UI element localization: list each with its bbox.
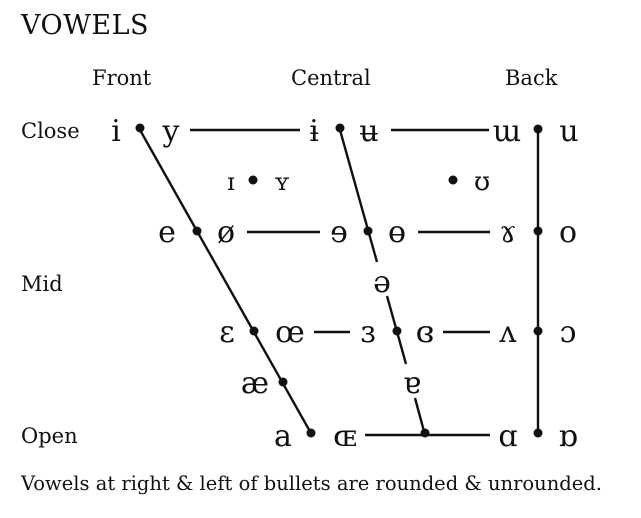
vowel-turned-v: ʌ — [499, 315, 517, 350]
vowel-e: e — [158, 215, 176, 250]
footnote: Vowels at right & left of bullets are ro… — [21, 472, 602, 495]
bullet-close-front — [135, 123, 145, 133]
bullet-open-front — [306, 428, 316, 438]
vowel-o-slash: ø — [217, 215, 235, 250]
bullet-open-central — [420, 428, 430, 438]
bullet-open-mid-front — [249, 326, 259, 336]
vowel-closed-reversed-open-e: ɞ — [416, 315, 434, 350]
bullet-close-back — [533, 124, 543, 134]
vowel-open-e: ɛ — [219, 315, 235, 350]
bullet-near-close-back — [448, 175, 458, 185]
vowel-reversed-open-e: ɜ — [360, 315, 375, 350]
bullet-close-mid-central — [363, 226, 373, 236]
vowel-turned-a: ɐ — [403, 366, 421, 401]
vowel-open-o: ɔ — [560, 315, 577, 350]
vowel-y: y — [162, 114, 180, 149]
column-label-front: Front — [92, 66, 152, 90]
bullet-open-back — [533, 428, 543, 438]
vowel-small-capital-y: ʏ — [274, 168, 290, 196]
vowel-o: o — [559, 215, 577, 250]
vowel-barred-u: ʉ — [359, 114, 378, 149]
vowel-barred-i: ɨ — [309, 114, 319, 149]
vowel-u: u — [559, 114, 578, 149]
vowel-turned-m: ɯ — [493, 114, 521, 149]
bullet-close-mid-back — [533, 226, 543, 236]
vowel-i: i — [111, 114, 121, 149]
row-label-open: Open — [21, 424, 78, 448]
vowel-upsilon: ʊ — [474, 167, 490, 197]
row-label-close: Close — [21, 119, 80, 143]
vowel-script-a: ɑ — [498, 419, 517, 454]
vowel-oe-ligature: œ — [275, 315, 305, 350]
column-label-back: Back — [505, 66, 558, 90]
bullet-close-central — [335, 123, 345, 133]
bullet-close-mid-front — [192, 226, 202, 236]
vowel-schwa: ə — [373, 265, 391, 300]
vowel-barred-o: ɵ — [388, 215, 406, 250]
row-label-mid: Mid — [21, 272, 63, 296]
vowel-ash: æ — [241, 366, 269, 401]
vowel-reversed-e: ɘ — [330, 215, 348, 250]
bullet-near-close-front — [248, 175, 258, 185]
chart-title: VOWELS — [21, 10, 150, 41]
vowel-small-capital-oe: ɶ — [333, 419, 357, 454]
vowel-a: a — [274, 419, 292, 454]
bullet-near-open-front — [278, 377, 288, 387]
central-line-upper — [338, 129, 379, 263]
bullet-open-mid-central — [392, 326, 402, 336]
vowel-turned-script-a: ɒ — [558, 419, 577, 454]
vowel-rams-horns: ɤ — [500, 215, 517, 250]
vowel-small-capital-i: ɪ — [227, 168, 235, 196]
bullet-open-mid-back — [533, 326, 543, 336]
column-label-central: Central — [291, 66, 371, 90]
